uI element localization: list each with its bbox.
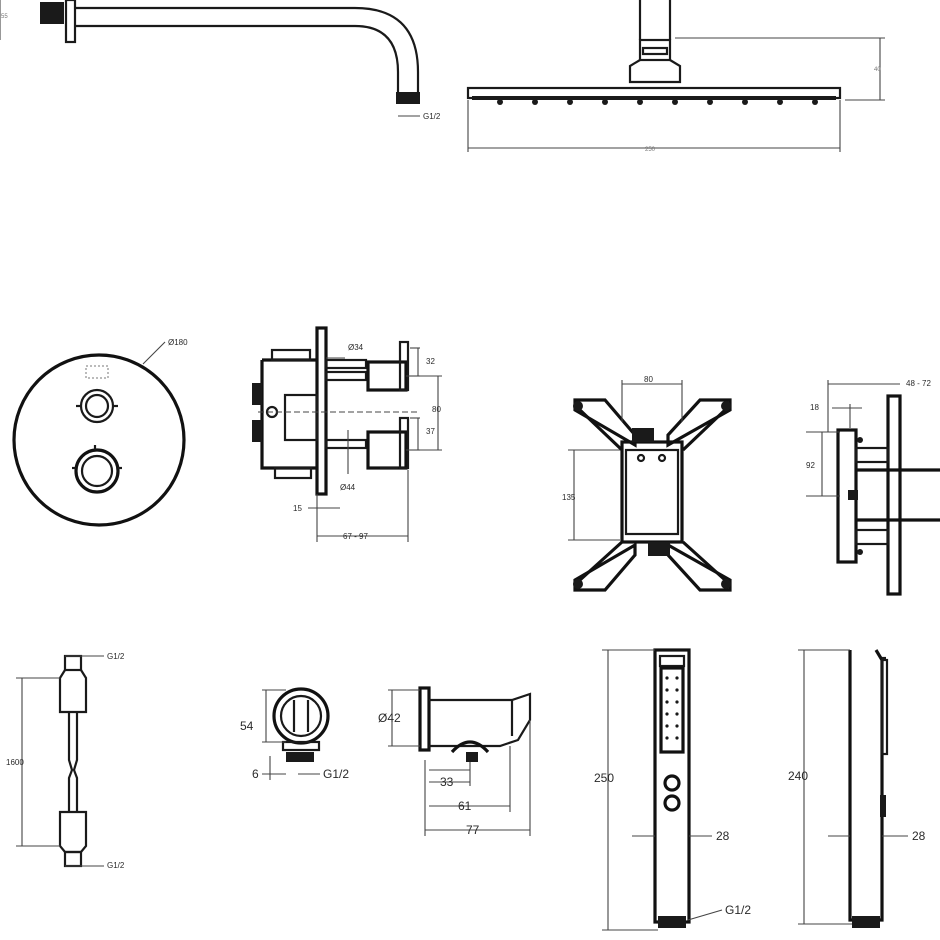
spray-face — [659, 666, 685, 754]
holder-cup — [450, 740, 490, 754]
hose-length-label: 1600 — [6, 758, 24, 767]
arm-outlet-thread — [396, 92, 420, 104]
hand-front-250-label: 250 — [594, 771, 614, 785]
side-18-label: 18 — [810, 403, 819, 412]
elbow-outlet-thread — [286, 752, 314, 762]
hand-shower-side-view: 240 28 — [788, 649, 926, 928]
concealed-valve-side-view: Ø34 32 80 37 Ø44 15 67 - 97 — [252, 326, 442, 542]
bracket-side-plate — [886, 394, 902, 596]
bracket-80-label: 80 — [644, 375, 653, 384]
head-width-label: 250 — [645, 147, 656, 153]
shower-holder-view: Ø42 33 61 77 — [378, 686, 532, 837]
elbow-6-label: 6 — [252, 767, 259, 781]
hand-thread-label: G1/2 — [725, 903, 751, 917]
plate-diameter-label: Ø180 — [168, 338, 188, 347]
valve-depth-label: 67 - 97 — [343, 532, 368, 541]
shower-arm-view: G1/2 55 — [0, 0, 441, 121]
bracket-center-box — [620, 440, 684, 544]
upper-control-knob — [79, 388, 115, 424]
arm-partial-dim-label: 55 — [1, 14, 8, 20]
valve-32-label: 32 — [426, 357, 435, 366]
valve-wall-plate — [315, 326, 328, 496]
mounting-bracket-side-view: 48 - 72 18 92 — [806, 379, 940, 596]
wall-elbow-view: 54 6 G1/2 — [240, 687, 349, 781]
holder-61-label: 61 — [458, 799, 472, 813]
thermostat-plate-front-view: Ø180 — [12, 338, 188, 527]
lower-control-knob — [74, 448, 120, 494]
elbow-thread-label: G1/2 — [323, 767, 349, 781]
hand-shower-thread — [658, 916, 686, 928]
hand-front-28-label: 28 — [716, 829, 730, 843]
elbow-54-label: 54 — [240, 719, 254, 733]
hand-shower-body-side — [848, 649, 884, 922]
valve-80-label: 80 — [432, 405, 441, 414]
hand-side-28-label: 28 — [912, 829, 926, 843]
mounting-bracket-front-view: 80 135 — [562, 375, 732, 592]
hand-side-240-label: 240 — [788, 769, 808, 783]
arm-thread-label: G1/2 — [423, 112, 441, 121]
spray-button-lower — [663, 794, 681, 812]
hand-shower-front-view: 250 28 G1/2 — [594, 648, 751, 931]
valve-37-label: 37 — [426, 427, 435, 436]
bracket-135-label: 135 — [562, 493, 576, 502]
round-cover-plate — [12, 353, 186, 527]
valve-d34-label: Ø34 — [348, 343, 364, 352]
holder-d42-label: Ø42 — [378, 711, 401, 725]
side-92-label: 92 — [806, 461, 815, 470]
shower-hose-view: G1/2 1600 G1/2 — [6, 652, 125, 870]
arm-wall-flange — [64, 0, 77, 44]
hose-body — [67, 712, 79, 812]
overhead-shower-view: 40 250 — [466, 0, 885, 153]
side-48-72-label: 48 - 72 — [906, 379, 931, 388]
holder-wall-base — [418, 686, 431, 752]
spray-button-upper — [663, 774, 681, 792]
head-height-label: 40 — [874, 67, 881, 73]
holder-33-label: 33 — [440, 775, 454, 789]
hose-bottom-thread-label: G1/2 — [107, 861, 125, 870]
hose-top-thread-label: G1/2 — [107, 652, 125, 661]
valve-d44-label: Ø44 — [340, 483, 356, 492]
valve-15-label: 15 — [293, 504, 302, 513]
holder-77-label: 77 — [466, 823, 480, 837]
